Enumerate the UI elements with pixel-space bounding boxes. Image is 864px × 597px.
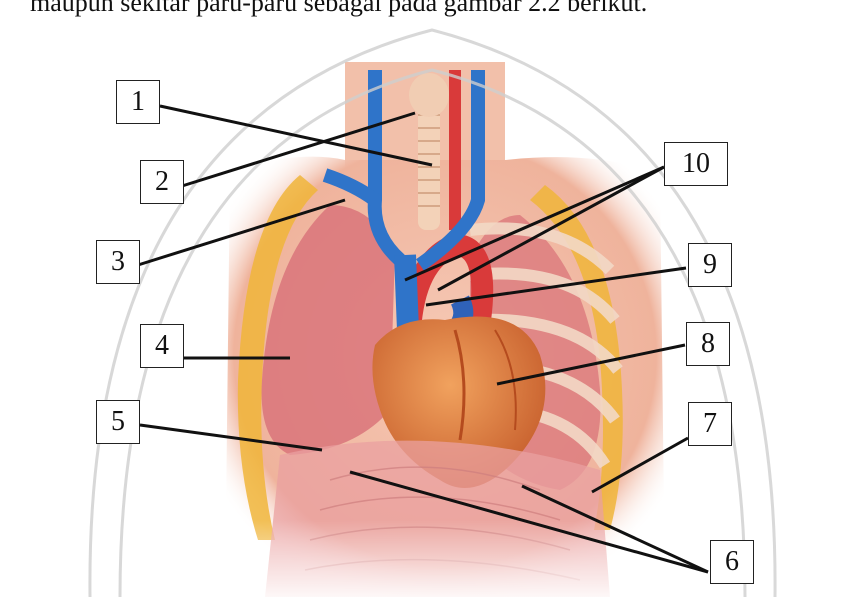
label-5: 5 xyxy=(96,400,140,444)
label-8: 8 xyxy=(686,322,730,366)
superior-vena-cava xyxy=(405,255,408,330)
trachea xyxy=(418,100,440,230)
label-9: 9 xyxy=(688,243,732,287)
label-1: 1 xyxy=(116,80,160,124)
label-7: 7 xyxy=(688,402,732,446)
larynx xyxy=(409,73,449,117)
label-4: 4 xyxy=(140,324,184,368)
label-6: 6 xyxy=(710,540,754,584)
label-10: 10 xyxy=(664,142,728,186)
label-2: 2 xyxy=(140,160,184,204)
label-3: 3 xyxy=(96,240,140,284)
